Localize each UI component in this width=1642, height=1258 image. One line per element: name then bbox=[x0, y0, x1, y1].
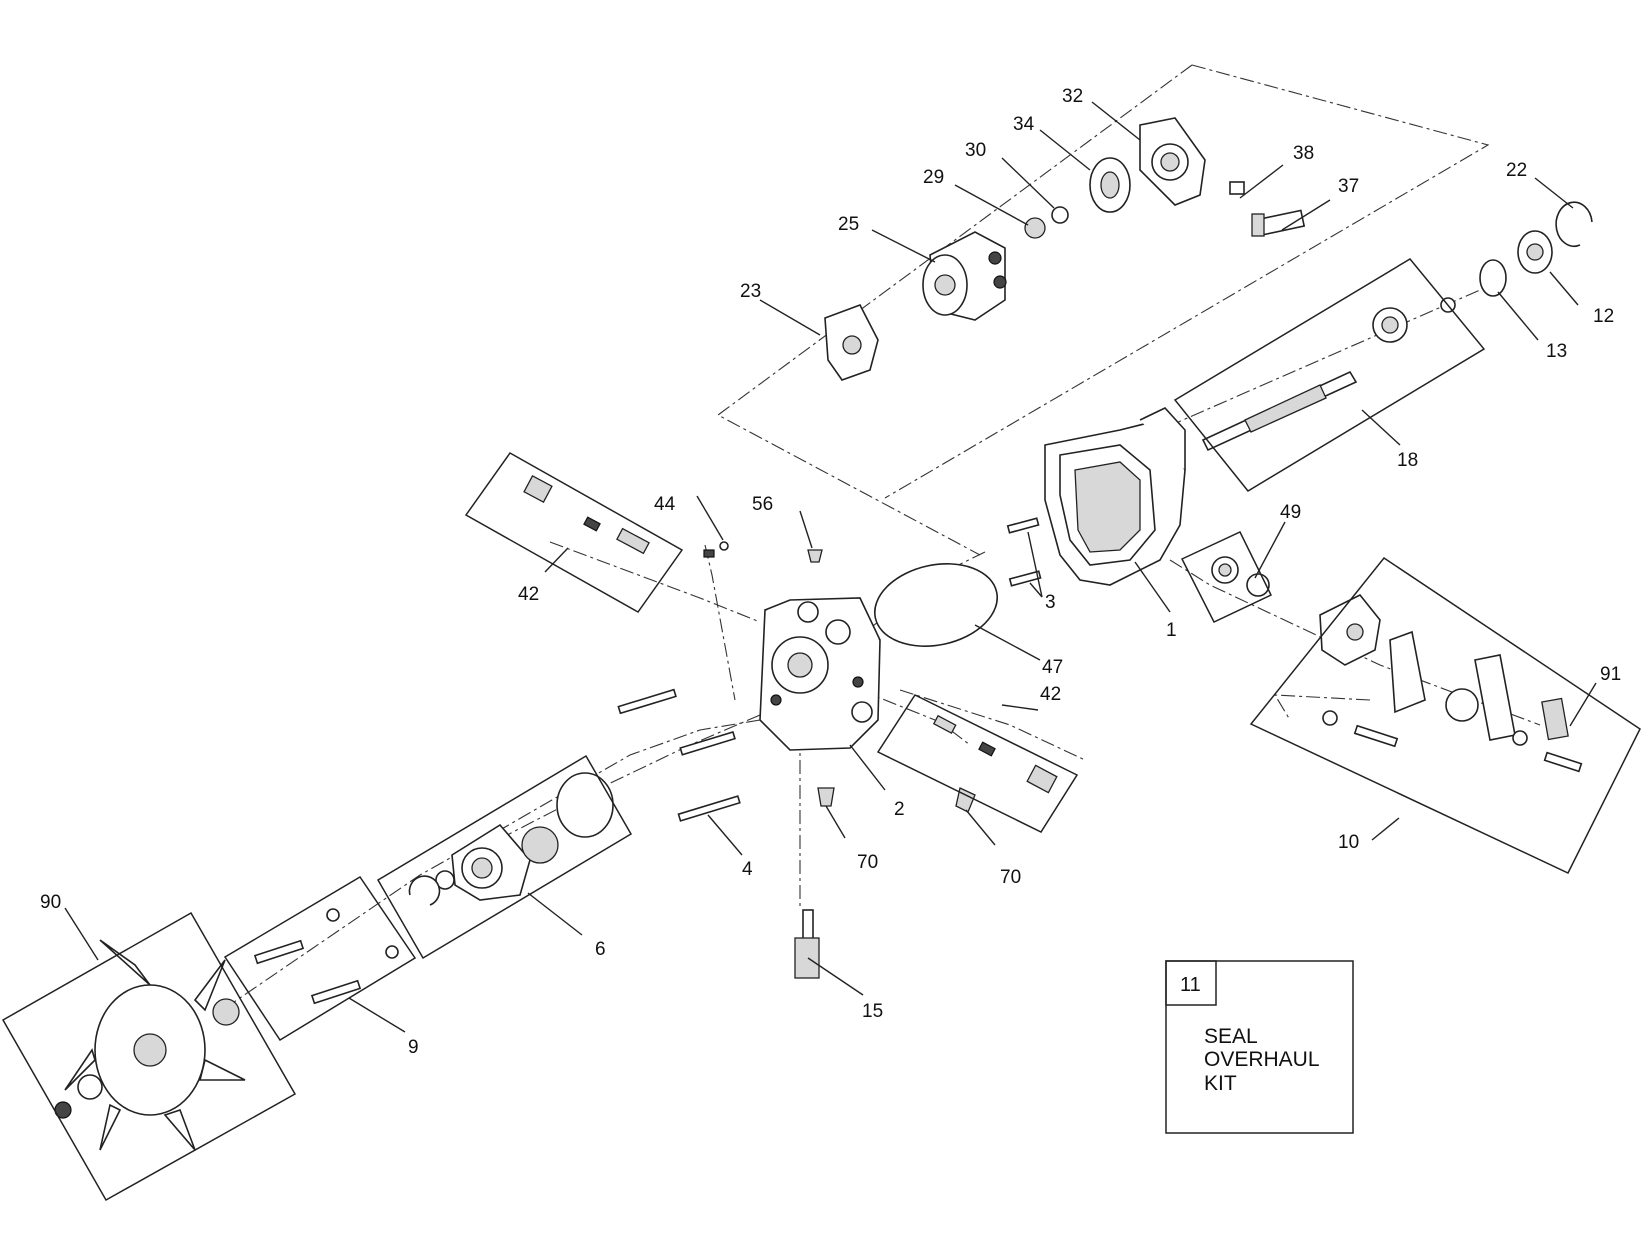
kit-box-90 bbox=[1, 911, 297, 1202]
callout-12: 12 bbox=[1593, 306, 1614, 327]
kit-line-2: OVERHAUL bbox=[1204, 1048, 1320, 1071]
callout-22: 22 bbox=[1506, 160, 1527, 181]
bearing-part-34 bbox=[1089, 157, 1131, 213]
kit-box-9 bbox=[223, 875, 417, 1042]
callout-25: 25 bbox=[838, 214, 859, 235]
valve-part-42-upper bbox=[523, 475, 650, 555]
callout-29: 29 bbox=[923, 167, 944, 188]
callout-34: 34 bbox=[1013, 114, 1035, 135]
callout-2: 2 bbox=[894, 799, 905, 820]
fan-part-90 bbox=[54, 939, 246, 1151]
callout-47: 47 bbox=[1042, 657, 1063, 678]
callouts: 1 2 3 4 6 9 10 12 13 15 18 22 23 25 29 3… bbox=[40, 86, 1621, 1058]
cover-part-32 bbox=[1139, 117, 1206, 206]
callout-70-right: 70 bbox=[1000, 867, 1021, 888]
kit-box-18 bbox=[1173, 258, 1486, 492]
callout-9: 9 bbox=[408, 1037, 419, 1058]
callout-10: 10 bbox=[1338, 832, 1359, 853]
bolt-part-4 bbox=[617, 688, 741, 822]
callout-1: 1 bbox=[1166, 620, 1177, 641]
o-ring-part-47 bbox=[873, 563, 999, 647]
kit-number: 11 bbox=[1180, 974, 1201, 996]
seal-part-13 bbox=[1479, 259, 1507, 297]
callout-32: 32 bbox=[1062, 86, 1083, 107]
kit-box-6 bbox=[376, 754, 633, 960]
charge-pump-part-6 bbox=[408, 772, 614, 906]
callout-30: 30 bbox=[965, 140, 986, 161]
callout-13: 13 bbox=[1546, 341, 1567, 362]
leader-lines bbox=[64, 101, 1597, 1033]
callout-18: 18 bbox=[1397, 450, 1418, 471]
callout-42-upper: 42 bbox=[518, 584, 539, 605]
callout-91: 91 bbox=[1600, 664, 1621, 685]
ball-part-44 bbox=[719, 541, 729, 551]
thrust-plate-part-23 bbox=[824, 304, 879, 381]
retaining-ring-part-22 bbox=[1555, 201, 1593, 248]
kit-box-49 bbox=[1180, 531, 1273, 623]
spring-part-91 bbox=[1541, 697, 1569, 741]
kit-box-42-upper bbox=[464, 452, 684, 613]
kit-boxes bbox=[1, 258, 1641, 1202]
callout-23: 23 bbox=[740, 281, 761, 302]
kit-line-3: KIT bbox=[1204, 1072, 1237, 1095]
callout-38: 38 bbox=[1293, 143, 1314, 164]
callout-70-left: 70 bbox=[857, 852, 878, 873]
callout-42-lower: 42 bbox=[1040, 684, 1061, 705]
bolt-part-9 bbox=[253, 908, 399, 1005]
callout-15: 15 bbox=[862, 1001, 883, 1022]
shaft-part-18 bbox=[1201, 297, 1456, 452]
valve-part-42-lower bbox=[932, 714, 1058, 794]
housing-part-1 bbox=[1044, 407, 1186, 586]
callout-4: 4 bbox=[742, 859, 753, 880]
callout-3: 3 bbox=[1045, 592, 1056, 613]
callout-56: 56 bbox=[752, 494, 773, 515]
sensor-part-15 bbox=[794, 909, 820, 979]
callout-37: 37 bbox=[1338, 176, 1359, 197]
control-arm-part-10 bbox=[1319, 593, 1583, 773]
pin-part-3 bbox=[1006, 517, 1042, 587]
bearing-part-12 bbox=[1517, 230, 1553, 274]
callout-49: 49 bbox=[1280, 502, 1301, 523]
washer-part-30 bbox=[1051, 206, 1069, 224]
spring-part-29 bbox=[1024, 217, 1046, 239]
spring-part-44 bbox=[703, 549, 715, 558]
seal-overhaul-kit-box: 11 SEAL OVERHAUL KIT bbox=[1165, 960, 1354, 1134]
cylinder-block-part-25 bbox=[922, 231, 1007, 321]
callout-6: 6 bbox=[595, 939, 606, 960]
plug-part-70-left bbox=[817, 787, 835, 807]
kit-box-42-lower bbox=[876, 694, 1079, 833]
callout-90: 90 bbox=[40, 892, 61, 913]
plug-part-38 bbox=[1229, 181, 1245, 195]
callout-44: 44 bbox=[654, 494, 676, 515]
plug-part-56 bbox=[807, 549, 823, 563]
kit-box-10 bbox=[1249, 556, 1641, 874]
kit-line-1: SEAL bbox=[1204, 1025, 1258, 1048]
center-block-part-2 bbox=[759, 597, 881, 751]
trunnion-part-37 bbox=[1251, 209, 1306, 237]
